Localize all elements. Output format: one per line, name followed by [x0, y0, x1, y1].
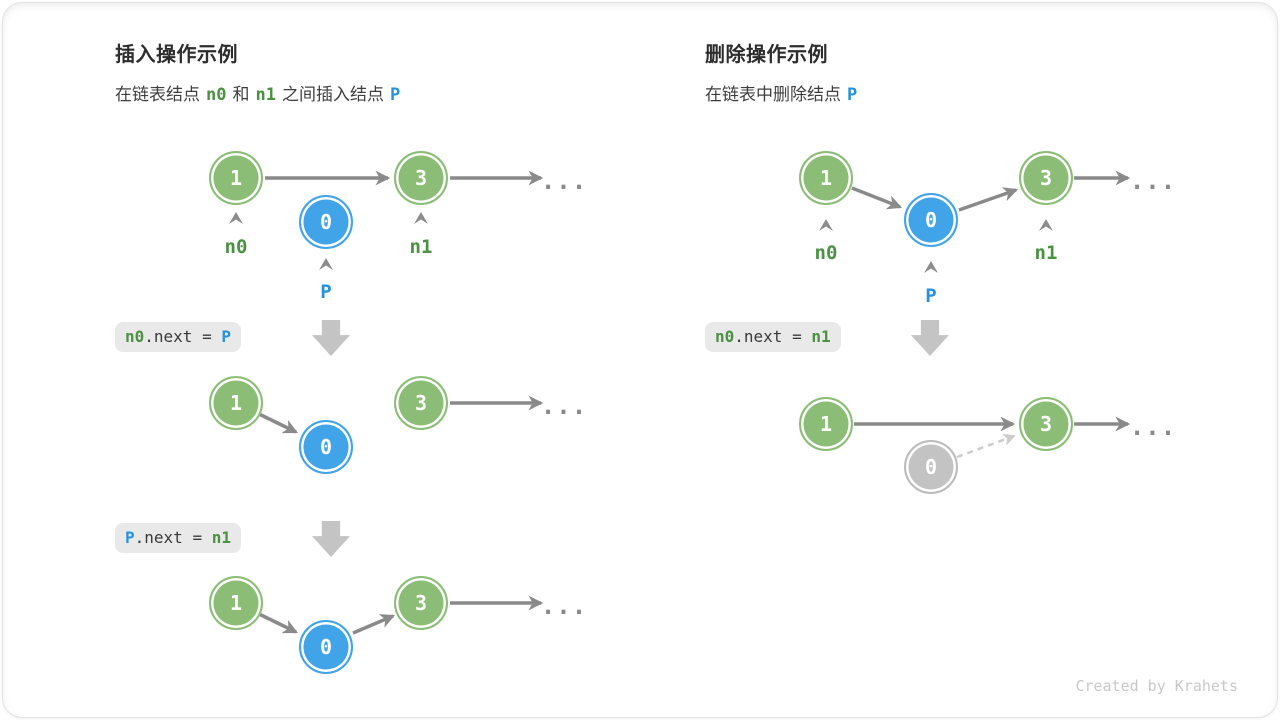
insert-panel-title: 插入操作示例 — [115, 44, 238, 66]
code-badge-insert-step2: P.next = n1 — [115, 523, 241, 553]
node-1: 1 — [209, 151, 263, 205]
node-p-0-removed: 0 — [904, 440, 958, 494]
code-token: n1 — [211, 528, 231, 547]
code-token: n1 — [811, 327, 831, 346]
insert-panel-subtitle: 在链表结点 n0 和 n1 之间插入结点 P — [115, 80, 406, 105]
node-p-0: 0 — [299, 420, 353, 474]
code-badge-insert-step1: n0.next = P — [115, 322, 241, 352]
delete-panel-title: 删除操作示例 — [705, 44, 828, 66]
node-1: 1 — [799, 397, 853, 451]
node-1: 1 — [799, 151, 853, 205]
node-p-0: 0 — [299, 620, 353, 674]
pointer-label-n0: n0 — [224, 236, 248, 258]
subtitle-text: 在链表结点 — [115, 85, 200, 104]
node-1: 1 — [209, 576, 263, 630]
subtitle-token-n1: n1 — [255, 85, 276, 105]
subtitle-token-n0: n0 — [206, 85, 227, 105]
subtitle-token-p: P — [389, 85, 401, 105]
code-token: .next = — [134, 528, 212, 547]
code-token: n0 — [715, 327, 735, 346]
code-token: n0 — [125, 327, 145, 346]
node-3: 3 — [394, 376, 448, 430]
footer-credit: Created by Krahets — [1075, 677, 1238, 695]
code-token: .next = — [734, 327, 812, 346]
subtitle-text: 和 — [232, 85, 250, 104]
code-token: .next = — [144, 327, 222, 346]
pointer-label-p: P — [320, 281, 332, 303]
node-3: 3 — [394, 151, 448, 205]
node-3: 3 — [1019, 151, 1073, 205]
node-p-0: 0 — [299, 195, 353, 249]
delete-panel-subtitle: 在链表中删除结点 P — [705, 80, 863, 105]
subtitle-text: 在链表中删除结点 — [705, 85, 841, 104]
subtitle-token-p: P — [847, 85, 858, 105]
pointer-label-p: P — [925, 285, 937, 307]
subtitle-text: 之间插入结点 — [281, 85, 384, 104]
node-1: 1 — [209, 376, 263, 430]
code-token: P — [221, 327, 231, 346]
code-badge-delete-step1: n0.next = n1 — [705, 322, 841, 352]
node-p-0: 0 — [904, 193, 958, 247]
node-3: 3 — [394, 576, 448, 630]
code-token: P — [125, 528, 135, 547]
node-3: 3 — [1019, 397, 1073, 451]
pointer-label-n1: n1 — [1034, 242, 1058, 264]
pointer-label-n0: n0 — [814, 242, 838, 264]
pointer-label-n1: n1 — [409, 236, 433, 258]
